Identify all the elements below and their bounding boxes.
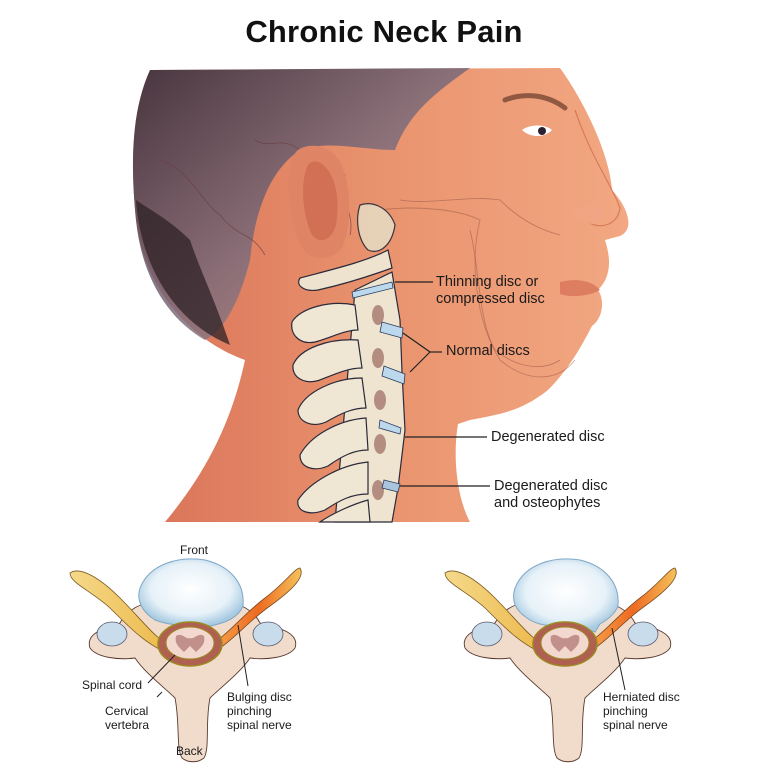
left-vertebra-cross-section — [69, 558, 302, 763]
label-line: pinching — [603, 704, 648, 718]
label-spinal-cord: Spinal cord — [82, 678, 143, 692]
label-herniated-disc: Herniated disc pinching spinal nerve — [603, 690, 680, 732]
label-front: Front — [180, 543, 209, 557]
label-degenerated-disc: Degenerated disc — [491, 429, 605, 445]
label-line: spinal nerve — [603, 718, 668, 732]
intervertebral-discs — [351, 281, 406, 493]
page-title: Chronic Neck Pain — [245, 14, 523, 49]
cervical-spine — [291, 203, 406, 523]
label-line: Cervical — [105, 704, 149, 718]
label-line: vertebra — [105, 718, 150, 732]
label-line: Herniated disc — [603, 690, 680, 704]
label-line: and osteophytes — [494, 495, 601, 511]
label-line: pinching — [227, 704, 272, 718]
label-line: compressed disc — [436, 291, 545, 307]
label-line: Thinning disc or — [436, 274, 539, 290]
label-line: Degenerated disc — [494, 478, 608, 494]
label-degenerated-osteophytes: Degenerated disc and osteophytes — [494, 478, 608, 512]
cross-section-leader-lines — [147, 624, 626, 698]
right-vertebra-cross-section — [444, 558, 677, 763]
label-back: Back — [176, 744, 203, 758]
label-line: spinal nerve — [227, 718, 292, 732]
label-cervical-vertebra: Cervical vertebra — [105, 704, 149, 732]
label-normal-discs: Normal discs — [446, 343, 530, 359]
main-leader-lines — [395, 281, 490, 487]
label-bulging-disc: Bulging disc pinching spinal nerve — [227, 690, 292, 732]
label-thinning-disc: Thinning disc or compressed disc — [436, 274, 545, 308]
label-line: Bulging disc — [227, 690, 292, 704]
